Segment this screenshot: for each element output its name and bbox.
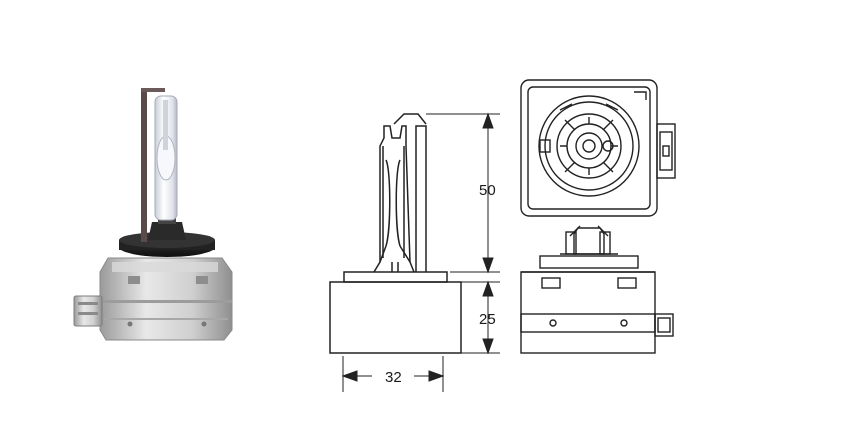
dimension-height-base xyxy=(461,280,500,355)
side-capsule xyxy=(373,125,415,273)
dimension-height-glass xyxy=(426,112,500,274)
front-base xyxy=(520,271,674,354)
bulb-photo-base xyxy=(99,257,233,341)
bulb-side-drawing xyxy=(329,113,462,354)
bulb-front-drawing xyxy=(520,79,676,354)
front-top-housing xyxy=(520,79,676,217)
bulb-photo-glass xyxy=(154,95,178,221)
side-return-wire xyxy=(415,125,427,272)
dimension-label-25: 25 xyxy=(479,311,496,328)
side-flange xyxy=(343,271,448,283)
dimension-label-50: 50 xyxy=(479,182,496,199)
bulb-photo-return-wire xyxy=(141,88,165,242)
dimension-label-32: 32 xyxy=(385,369,402,386)
side-base xyxy=(329,281,462,354)
front-neck xyxy=(560,225,618,255)
bulb-photo-connector xyxy=(73,295,103,327)
front-flange xyxy=(539,255,639,269)
bulb-photo-collar xyxy=(119,216,215,257)
dimension-width-base xyxy=(341,356,445,392)
bulb-photo xyxy=(73,88,233,341)
